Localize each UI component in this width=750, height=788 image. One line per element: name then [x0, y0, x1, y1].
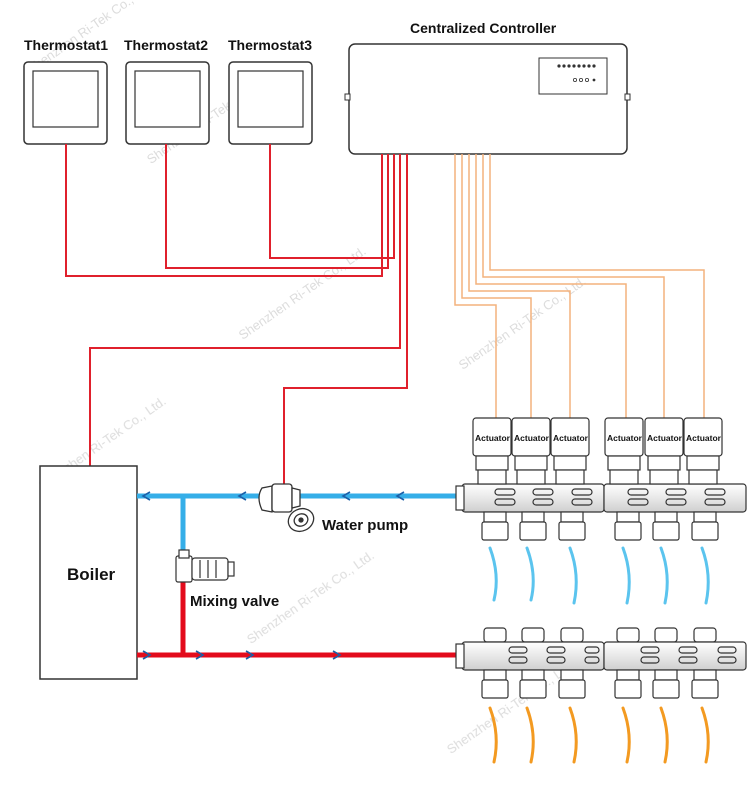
mixing-valve	[175, 549, 235, 583]
actuator-5	[644, 417, 684, 485]
actuator-6	[683, 417, 723, 485]
thermostat-1-label: Thermostat1	[24, 37, 108, 53]
supply-pipe	[137, 580, 462, 660]
actuator-5-label: Actuator	[647, 433, 683, 443]
thermostat-3	[228, 61, 313, 145]
actuator-3-label: Actuator	[553, 433, 589, 443]
actuator-2-label: Actuator	[514, 433, 550, 443]
thermostat-2-label: Thermostat2	[124, 37, 208, 53]
supply-loops	[488, 706, 710, 764]
actuator-4	[604, 417, 644, 485]
boiler-label: Boiler	[67, 565, 116, 584]
watermark-text: Shenzhen Ri-Tek Co., Ltd.	[444, 658, 577, 757]
thermostat-3-label: Thermostat3	[228, 37, 312, 53]
mixing-valve-label: Mixing valve	[190, 593, 279, 610]
thermostat-wires	[65, 144, 408, 488]
return-loops	[488, 546, 710, 605]
supply-outlets	[481, 669, 719, 699]
actuator-6-label: Actuator	[686, 433, 722, 443]
actuator-4-label: Actuator	[607, 433, 643, 443]
actuator-wires	[454, 154, 705, 418]
water-pump-label: Water pump	[322, 517, 408, 534]
controller-leds	[557, 64, 596, 83]
return-manifold	[455, 483, 747, 513]
centralized-controller	[344, 43, 631, 155]
actuator-bodies	[472, 417, 723, 485]
watermark-text: Shenzhen Ri-Tek Co., Ltd.	[456, 273, 589, 372]
boiler	[39, 465, 138, 680]
thermostat-2	[125, 61, 210, 145]
thermostat-1	[23, 61, 108, 145]
water-pump	[258, 483, 315, 533]
supply-manifold	[455, 627, 747, 671]
return-outlets	[481, 511, 719, 541]
actuator-1-label: Actuator	[475, 433, 511, 443]
actuator-1	[472, 417, 512, 485]
actuator-2	[511, 417, 551, 485]
actuator-3	[550, 417, 590, 485]
controller-title: Centralized Controller	[410, 20, 557, 36]
